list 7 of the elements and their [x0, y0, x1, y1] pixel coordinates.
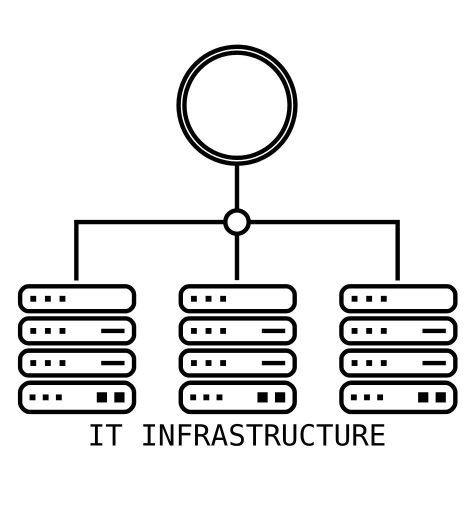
connector: [74, 219, 225, 280]
connector: [234, 234, 240, 280]
node-circle: [223, 208, 251, 236]
node-gear: [176, 44, 298, 166]
connector: [249, 219, 400, 280]
diagram-title: IT INFRASTRUCTURE: [88, 418, 386, 452]
connector: [234, 163, 240, 210]
